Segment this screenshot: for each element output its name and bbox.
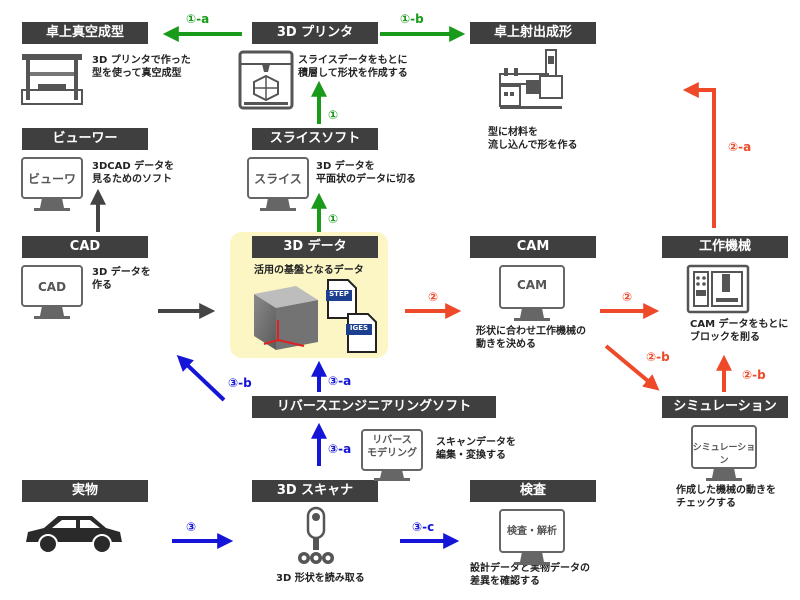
- label-2a: ②-a: [728, 140, 752, 154]
- step-file-label: STEP: [329, 290, 349, 298]
- label-2b-down: ②-b: [646, 350, 670, 364]
- arrow-2b-down: [604, 344, 660, 391]
- reverse-monitor-icon: [361, 429, 423, 481]
- desc-cam: 形状に合わせ工作機械の 動きを決める: [476, 326, 586, 350]
- printer-3d-icon: [238, 50, 294, 110]
- desc-viewer: 3DCAD データを 見るためのソフト: [92, 161, 175, 185]
- simulation-screen-label: シミュレーション: [692, 443, 756, 466]
- desc-printer: スライスデータをもとに 積層して形状を作成する: [298, 55, 408, 79]
- arrow-3b: [176, 355, 226, 402]
- cam-screen-label: CAM: [516, 278, 548, 292]
- arrow-2a: [682, 82, 716, 228]
- desc-slice: 3D データを 平面状のデータに切る: [316, 161, 416, 185]
- title-injection: 卓上射出成形: [470, 22, 596, 44]
- desc-injection: 型に材料を 流し込んで形を作る: [488, 127, 578, 151]
- label-3c: ③-c: [412, 520, 435, 534]
- scanner-3d-icon: [298, 506, 334, 564]
- desc-simulation: 作成した機械の動きを チェックする: [676, 485, 776, 509]
- reverse-screen-label: リバース モデリング: [367, 435, 417, 459]
- slice-screen-label: スライス: [254, 172, 302, 186]
- step-file-icon: [326, 279, 357, 319]
- cad-monitor-icon: [21, 265, 83, 319]
- injection-molder-icon: [499, 49, 563, 109]
- label-3b: ③-b: [228, 376, 252, 390]
- label-1-upper: ①: [328, 108, 339, 122]
- title-vacuum: 卓上真空成型: [22, 22, 148, 44]
- vacuum-former-icon: [21, 54, 83, 105]
- label-1a: ①-a: [186, 12, 210, 26]
- inspect-monitor-icon: [499, 509, 565, 565]
- cube-3d-icon: [254, 286, 318, 350]
- label-1-lower: ①: [328, 212, 339, 226]
- title-reverse: リバースエンジニアリングソフト: [252, 396, 496, 418]
- viewer-monitor-icon: [21, 157, 83, 211]
- title-object: 実物: [22, 480, 148, 502]
- title-simulation: シミュレーション: [662, 396, 788, 418]
- desc-cad: 3D データを 作る: [92, 267, 151, 291]
- title-slice: スライスソフト: [252, 128, 378, 150]
- label-2-right: ②: [622, 290, 633, 304]
- title-data3d: 3D データ: [252, 236, 378, 258]
- desc-inspect: 設計データと実物データの 差異を確認する: [470, 563, 590, 587]
- desc-data3d: 活用の基盤となるデータ: [254, 265, 364, 276]
- label-2b-up: ②-b: [742, 368, 766, 382]
- cad-screen-label: CAD: [37, 280, 67, 294]
- label-2: ②: [428, 290, 439, 304]
- slice-monitor-icon: [247, 157, 309, 211]
- label-3a-upper: ③-a: [328, 374, 352, 388]
- cam-monitor-icon: [499, 265, 565, 321]
- title-printer: 3D プリンタ: [252, 22, 378, 44]
- machine-tool-icon: [686, 264, 750, 314]
- title-inspect: 検査: [470, 480, 596, 502]
- iges-file-label: IGES: [349, 324, 369, 332]
- car-icon: [26, 516, 122, 554]
- title-cad: CAD: [22, 236, 148, 258]
- viewer-screen-label: ビューワ: [27, 172, 76, 186]
- title-viewer: ビューワー: [22, 128, 148, 150]
- label-3: ③: [186, 520, 197, 534]
- title-scanner: 3D スキャナ: [252, 480, 378, 502]
- desc-vacuum: 3D プリンタで作った 型を使って真空成型: [92, 55, 191, 79]
- simulation-monitor-icon: [691, 425, 757, 481]
- desc-scanner: 3D 形状を読み取る: [276, 573, 365, 584]
- label-1b: ①-b: [400, 12, 424, 26]
- inspect-screen-label: 検査・解析: [507, 526, 557, 537]
- desc-reverse: スキャンデータを 編集・変換する: [436, 437, 516, 461]
- label-3a-lower: ③-a: [328, 442, 352, 456]
- iges-file-icon: [346, 313, 377, 353]
- title-cam: CAM: [470, 236, 596, 258]
- desc-machine: CAM データをもとに ブロックを削る: [690, 319, 789, 343]
- title-machine: 工作機械: [662, 236, 788, 258]
